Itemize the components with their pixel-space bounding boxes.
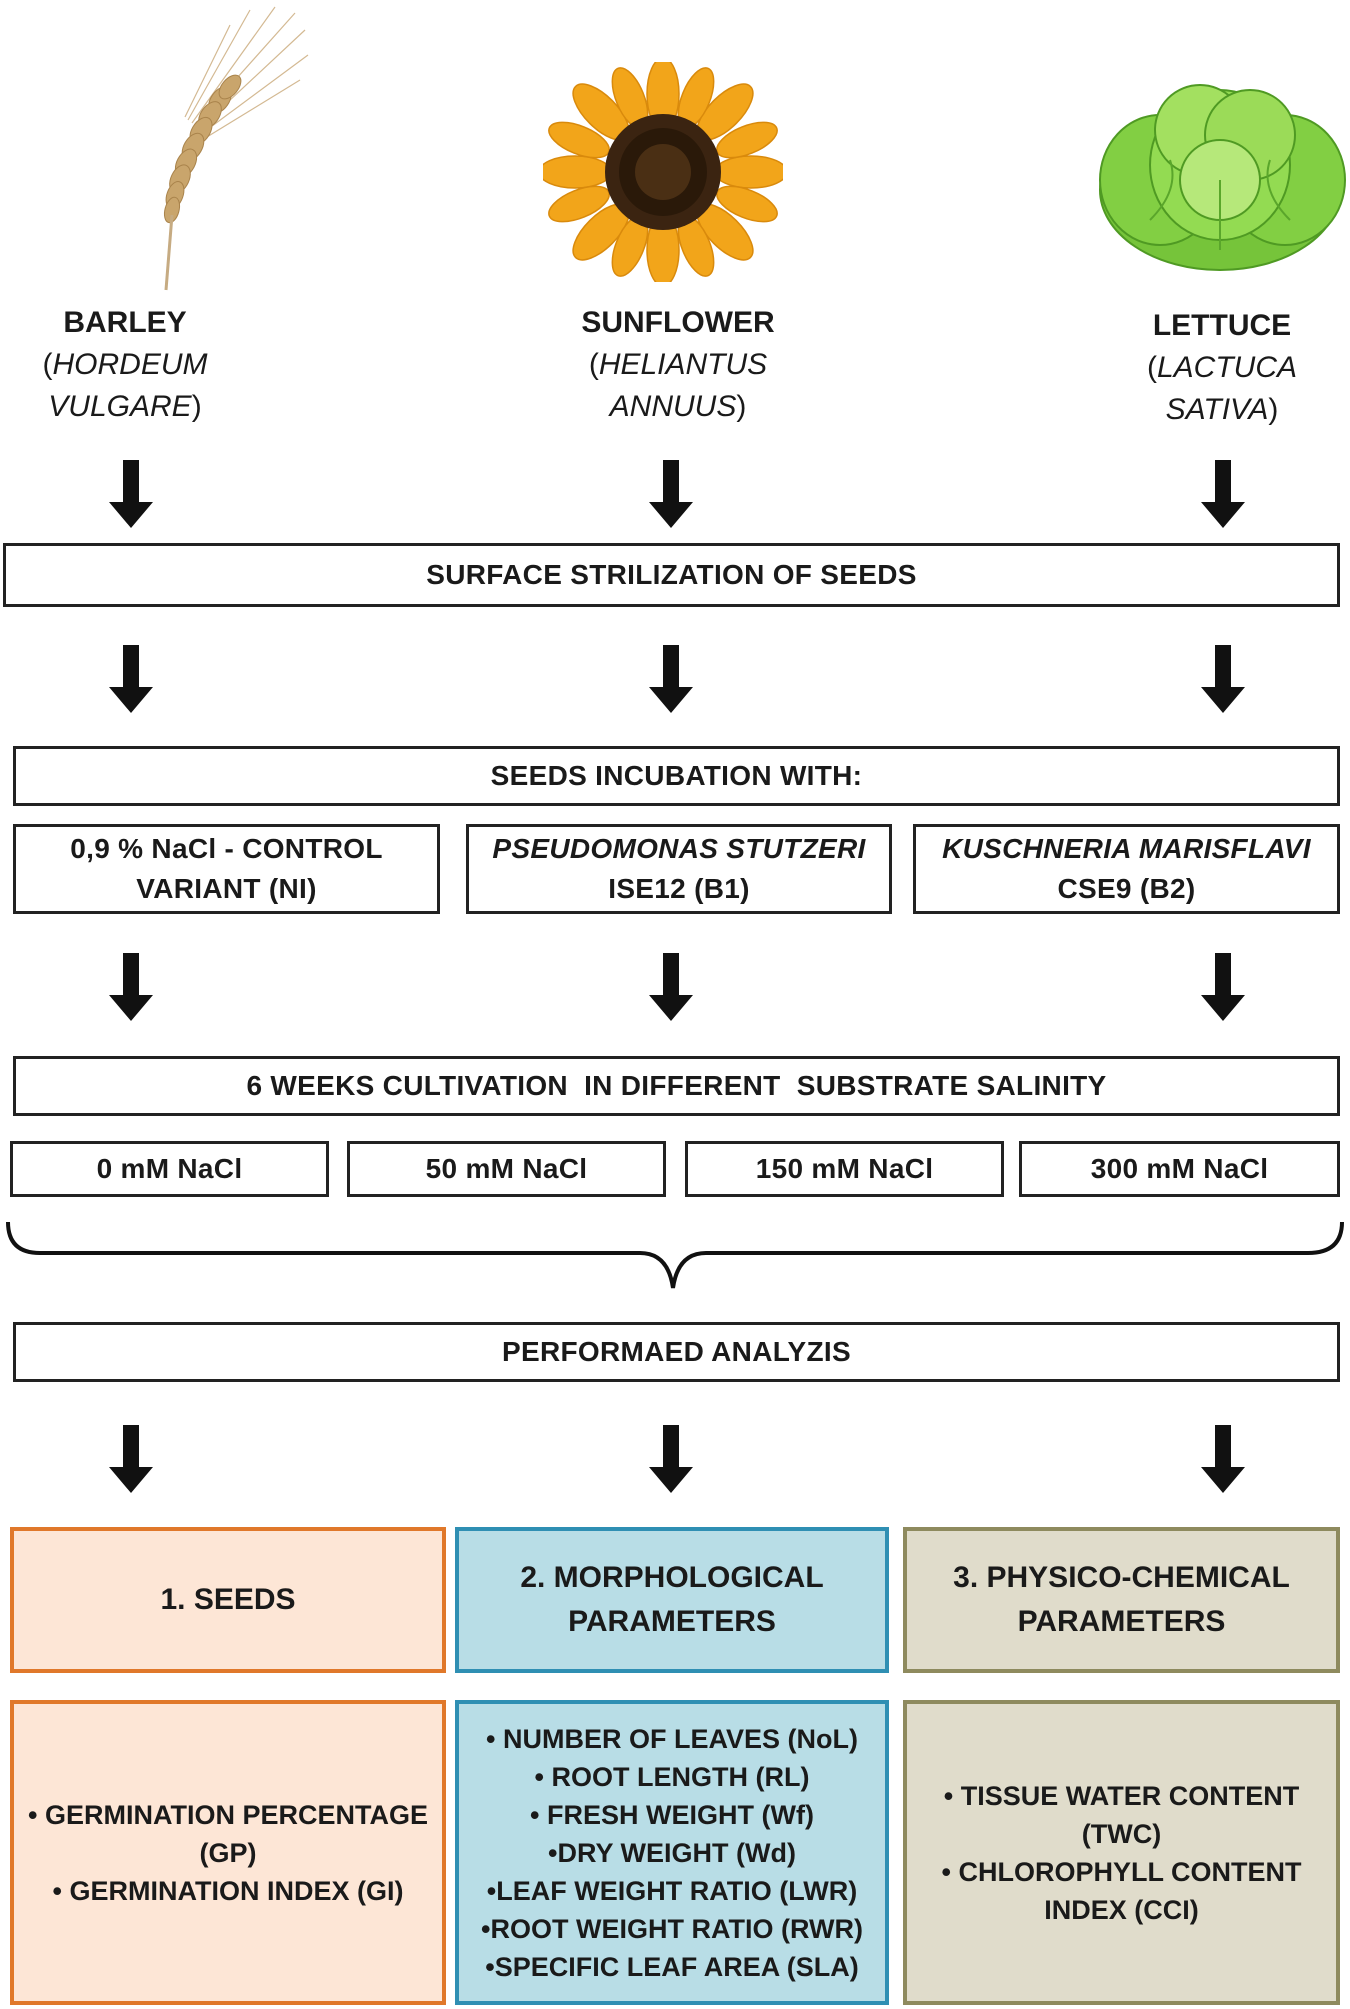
- plant-common-name: SUNFLOWER: [581, 306, 775, 339]
- category-label: PARAMETERS: [1017, 1605, 1226, 1638]
- paren-close: ): [191, 390, 202, 423]
- plant-latin-name: HELIANTUS: [598, 348, 768, 381]
- down-arrow-icon: [649, 460, 693, 528]
- down-arrow-icon: [1201, 645, 1245, 713]
- analysis-label: PERFORMAED ANALYZIS: [502, 1336, 851, 1367]
- parameter-item: •LEAF WEIGHT RATIO (LWR): [486, 1875, 858, 1906]
- plant-label-lettuce: LETTUCE (LACTUCA SATIVA): [1072, 305, 1350, 431]
- sterilization-step-box: SURFACE STRILIZATION OF SEEDS: [3, 543, 1340, 607]
- sterilization-label: SURFACE STRILIZATION OF SEEDS: [426, 559, 917, 590]
- variant-box-b2: KUSCHNERIA MARISFLAVI CSE9 (B2): [913, 824, 1340, 914]
- paren-open: (: [1146, 351, 1157, 384]
- down-arrow-icon: [1201, 953, 1245, 1021]
- plant-latin-name: ANNUUS: [609, 390, 737, 423]
- parameter-item: • GERMINATION PERCENTAGE: [28, 1799, 428, 1830]
- salinity-box-0: 0 mM NaCl: [10, 1141, 329, 1197]
- lettuce-icon: [1099, 84, 1346, 271]
- variant-label: KUSCHNERIA MARISFLAVI: [942, 833, 1311, 864]
- parameter-item: • TISSUE WATER CONTENT: [943, 1780, 1300, 1811]
- variant-label: ISE12 (B1): [608, 873, 750, 904]
- plant-latin-name: HORDEUM: [52, 348, 208, 381]
- down-arrow-icon: [649, 953, 693, 1021]
- variant-label: CSE9 (B2): [1057, 873, 1196, 904]
- parameters-morphological: • NUMBER OF LEAVES (NoL) • ROOT LENGTH (…: [455, 1700, 889, 2005]
- parameters-seeds: • GERMINATION PERCENTAGE (GP) • GERMINAT…: [10, 1700, 446, 2005]
- salinity-box-150: 150 mM NaCl: [685, 1141, 1004, 1197]
- parameters-physico-chemical: • TISSUE WATER CONTENT (TWC) • CHLOROPHY…: [903, 1700, 1340, 2005]
- category-physico-chemical: 3. PHYSICO-CHEMICAL PARAMETERS: [903, 1527, 1340, 1673]
- salinity-label: 300 mM NaCl: [1090, 1153, 1269, 1184]
- salinity-label: 50 mM NaCl: [425, 1153, 588, 1184]
- variant-label: PSEUDOMONAS STUTZERI: [492, 833, 866, 864]
- grouping-brace-icon: [6, 1221, 1344, 1289]
- plant-latin-name: SATIVA: [1165, 393, 1269, 426]
- plant-common-name: LETTUCE: [1152, 309, 1292, 342]
- paren-close: ): [736, 390, 747, 423]
- down-arrow-icon: [649, 645, 693, 713]
- category-label: PARAMETERS: [568, 1605, 776, 1638]
- analysis-step-box: PERFORMAED ANALYZIS: [13, 1322, 1340, 1382]
- incubation-label: SEEDS INCUBATION WITH:: [490, 760, 863, 791]
- parameter-item: • NUMBER OF LEAVES (NoL): [486, 1723, 858, 1754]
- plant-common-name: BARLEY: [63, 306, 187, 339]
- salinity-box-50: 50 mM NaCl: [347, 1141, 666, 1197]
- variant-box-control: 0,9 % NaCl - CONTROL VARIANT (NI): [13, 824, 440, 914]
- category-label: 1. SEEDS: [160, 1583, 296, 1616]
- parameter-item: • FRESH WEIGHT (Wf): [530, 1799, 814, 1830]
- down-arrow-icon: [109, 953, 153, 1021]
- variant-label: 0,9 % NaCl - CONTROL: [70, 833, 383, 864]
- plant-latin-name: LACTUCA: [1156, 351, 1298, 384]
- down-arrow-icon: [109, 1425, 153, 1493]
- parameter-item: • GERMINATION INDEX (GI): [52, 1875, 404, 1906]
- parameter-item: • CHLOROPHYLL CONTENT: [941, 1856, 1302, 1887]
- parameter-item: •ROOT WEIGHT RATIO (RWR): [481, 1913, 863, 1944]
- paren-close: ): [1268, 393, 1279, 426]
- down-arrow-icon: [1201, 1425, 1245, 1493]
- paren-open: (: [588, 348, 599, 381]
- salinity-label: 0 mM NaCl: [96, 1153, 243, 1184]
- category-seeds: 1. SEEDS: [10, 1527, 446, 1673]
- salinity-box-300: 300 mM NaCl: [1019, 1141, 1340, 1197]
- incubation-step-box: SEEDS INCUBATION WITH:: [13, 746, 1340, 806]
- variant-label: VARIANT (NI): [136, 873, 317, 904]
- plant-latin-name: VULGARE: [48, 390, 192, 423]
- plant-label-sunflower: SUNFLOWER (HELIANTUS ANNUUS): [528, 302, 828, 428]
- down-arrow-icon: [649, 1425, 693, 1493]
- category-label: 2. MORPHOLOGICAL: [520, 1561, 824, 1594]
- parameter-item: (GP): [199, 1837, 257, 1868]
- down-arrow-icon: [109, 460, 153, 528]
- parameter-item: •DRY WEIGHT (Wd): [548, 1837, 796, 1868]
- plant-label-barley: BARLEY (HORDEUM VULGARE): [0, 302, 275, 428]
- category-morphological: 2. MORPHOLOGICAL PARAMETERS: [455, 1527, 889, 1673]
- down-arrow-icon: [1201, 460, 1245, 528]
- cultivation-step-box: 6 WEEKS CULTIVATION IN DIFFERENT SUBSTRA…: [13, 1056, 1340, 1116]
- paren-open: (: [42, 348, 53, 381]
- parameter-item: INDEX (CCI): [1044, 1894, 1199, 1925]
- parameter-item: (TWC): [1081, 1818, 1162, 1849]
- salinity-label: 150 mM NaCl: [755, 1153, 934, 1184]
- down-arrow-icon: [109, 645, 153, 713]
- barley-ear-icon: [163, 6, 309, 291]
- variant-box-b1: PSEUDOMONAS STUTZERI ISE12 (B1): [466, 824, 892, 914]
- sunflower-icon: [543, 62, 783, 282]
- parameter-item: •SPECIFIC LEAF AREA (SLA): [485, 1951, 859, 1982]
- parameter-item: • ROOT LENGTH (RL): [534, 1761, 810, 1792]
- category-label: 3. PHYSICO-CHEMICAL: [953, 1561, 1290, 1594]
- cultivation-label: 6 WEEKS CULTIVATION IN DIFFERENT SUBSTRA…: [246, 1070, 1107, 1101]
